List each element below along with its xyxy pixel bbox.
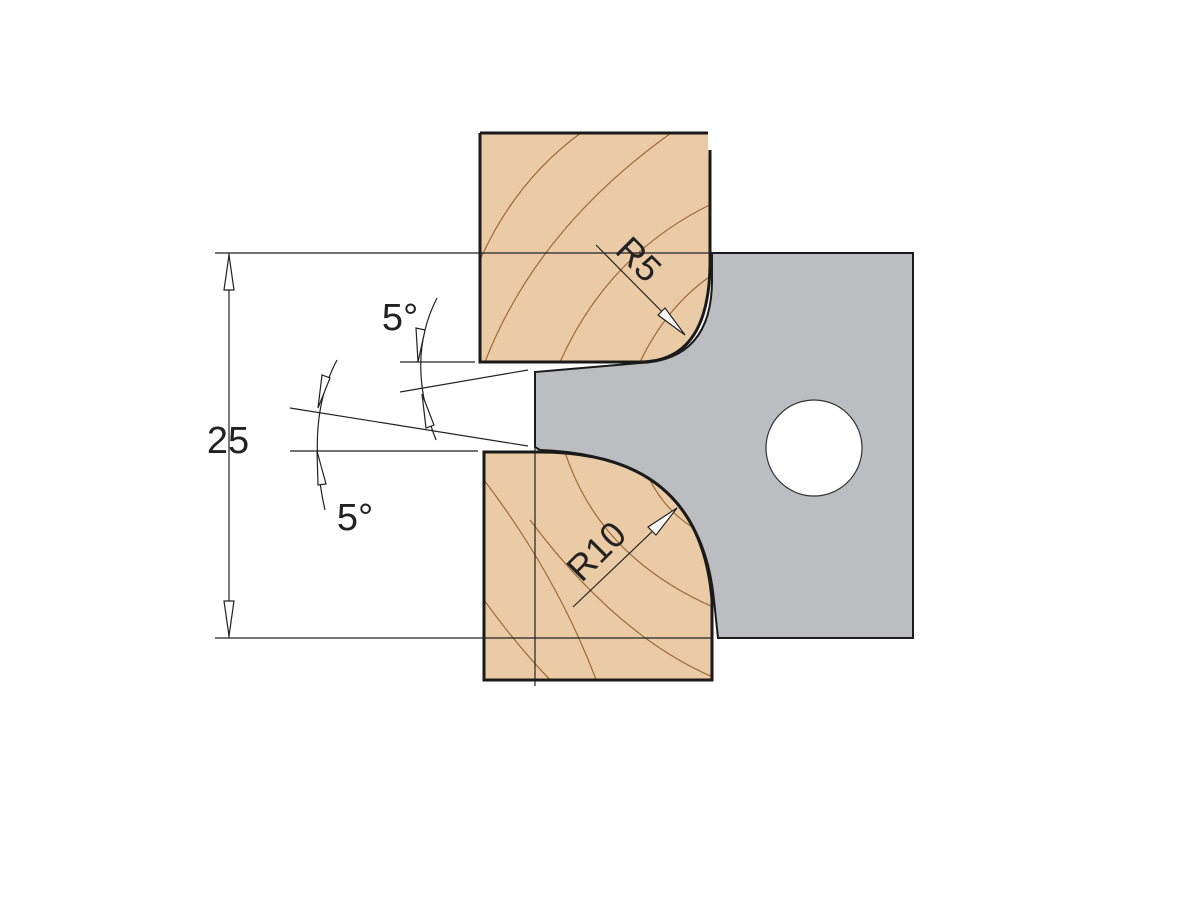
top-workpiece bbox=[478, 131, 712, 364]
height-dimension-label: 25 bbox=[207, 420, 249, 462]
top-angle-label: 5° bbox=[382, 297, 418, 339]
mounting-hole bbox=[765, 399, 863, 497]
bottom-angle-label: 5° bbox=[337, 497, 373, 539]
arrowheads bbox=[223, 254, 686, 637]
